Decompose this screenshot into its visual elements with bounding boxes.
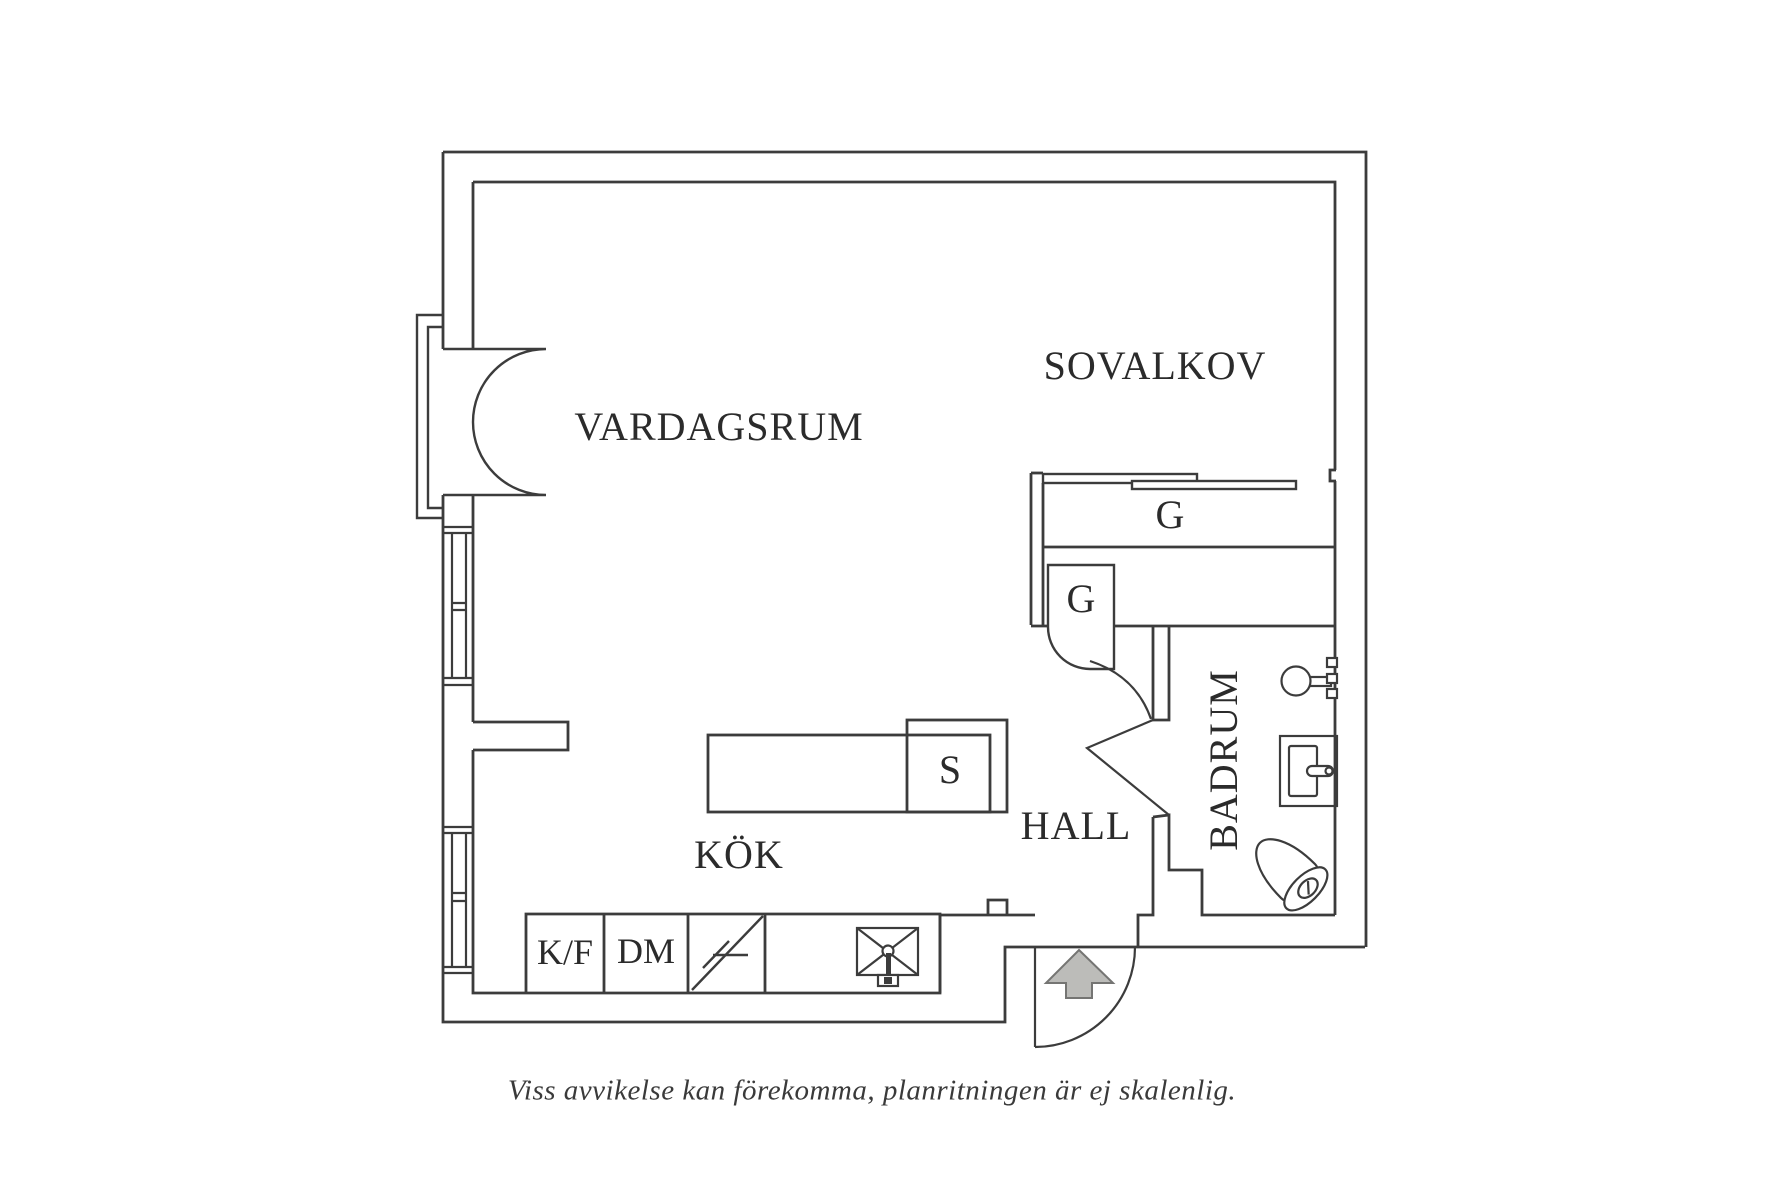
door-swing-icon bbox=[1033, 946, 1137, 1049]
outer-wall bbox=[441, 150, 1368, 1024]
room-label-vardagsrum: VARDAGSRUM bbox=[574, 404, 864, 449]
wardrobe-label-large: G bbox=[1155, 492, 1185, 537]
entrance-arrow-icon bbox=[1043, 948, 1116, 999]
washbasin-icon bbox=[1278, 734, 1339, 808]
bathroom-door-jamb-wall bbox=[1151, 627, 1171, 722]
sofa-furniture bbox=[905, 718, 1009, 814]
window-icon bbox=[443, 825, 473, 975]
dishwasher-label: DM bbox=[616, 931, 676, 971]
wardrobe-door-icon bbox=[1046, 563, 1116, 671]
inner-wall bbox=[471, 180, 1337, 995]
stove-icon bbox=[691, 915, 764, 991]
balcony-double-door-icon bbox=[443, 347, 547, 497]
sliding-doors-icon bbox=[1041, 472, 1298, 491]
window-icon bbox=[443, 525, 473, 687]
kitchen-sink-icon bbox=[855, 926, 920, 988]
room-label-kok: KÖK bbox=[694, 832, 784, 877]
toilet-icon bbox=[1255, 838, 1329, 912]
fridge-freezer-label: K/F bbox=[536, 932, 594, 972]
room-label-sovalkov: SOVALKOV bbox=[1043, 343, 1267, 388]
kitchen-table bbox=[706, 733, 992, 814]
room-label-badrum: BADRUM bbox=[1201, 669, 1246, 851]
door-swing-icon bbox=[1084, 659, 1170, 816]
sofa-label: S bbox=[938, 747, 962, 792]
wall-stub bbox=[473, 720, 570, 752]
wall-pier bbox=[986, 898, 1009, 915]
balcony-railing bbox=[415, 313, 443, 520]
room-label-hall: HALL bbox=[1020, 803, 1132, 848]
round-sink-icon bbox=[1280, 656, 1339, 700]
disclaimer-caption: Viss avvikelse kan förekomma, planritnin… bbox=[507, 1074, 1237, 1107]
wardrobe-label-small: G bbox=[1066, 576, 1096, 621]
kitchen-counter bbox=[524, 912, 942, 993]
